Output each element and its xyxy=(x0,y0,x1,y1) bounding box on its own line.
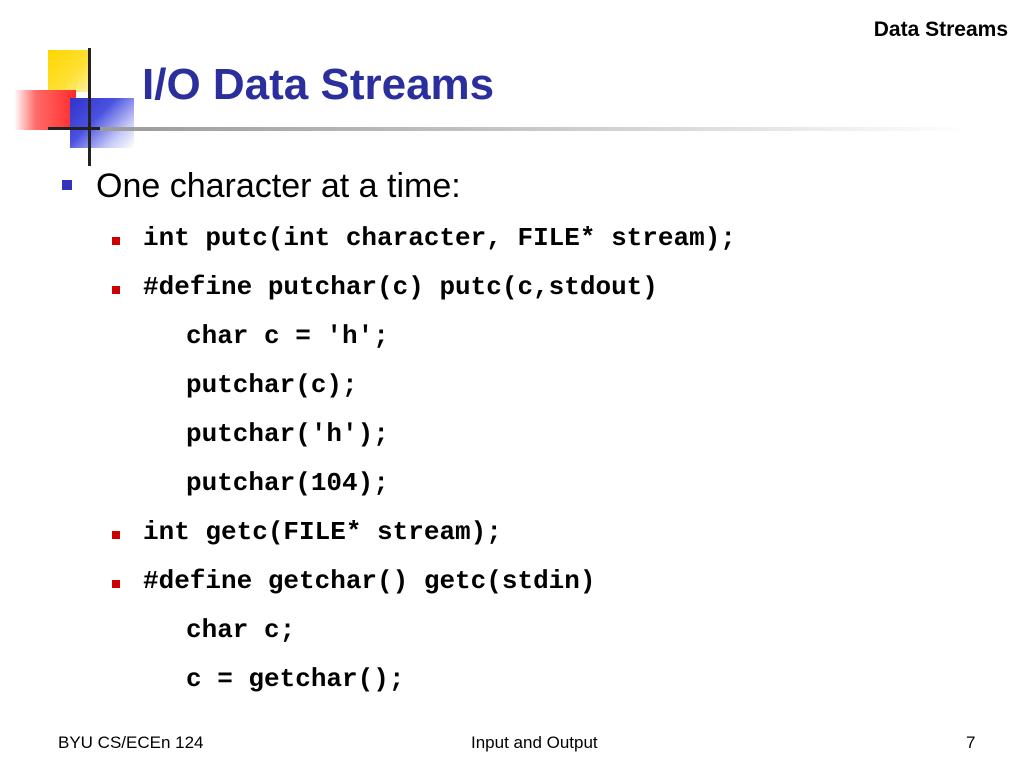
code-line: #define getchar() getc(stdin) xyxy=(143,566,596,596)
code-line: putchar('h'); xyxy=(186,419,389,449)
footer-center: Input and Output xyxy=(471,733,598,752)
logo-vertical-line xyxy=(88,48,91,166)
code-line: putchar(c); xyxy=(186,370,358,400)
bullet-square-icon xyxy=(62,180,72,190)
logo-red-square xyxy=(14,90,76,130)
sub-bullet-square-icon xyxy=(112,531,120,539)
code-line: c = getchar(); xyxy=(186,664,405,694)
header-title: Data Streams xyxy=(873,18,1008,41)
page-number: 7 xyxy=(966,733,976,752)
logo-horizontal-line xyxy=(48,127,106,130)
bullet-text: One character at a time: xyxy=(96,167,461,205)
title-underline xyxy=(100,127,970,131)
logo-yellow-square xyxy=(48,50,90,92)
sub-bullet-square-icon xyxy=(112,237,120,245)
code-line: char c; xyxy=(186,615,296,645)
code-line: int getc(FILE* stream); xyxy=(143,517,502,547)
logo-blue-square xyxy=(70,98,134,148)
code-line: char c = 'h'; xyxy=(186,321,389,351)
code-line: #define putchar(c) putc(c,stdout) xyxy=(143,272,658,302)
footer-left: BYU CS/ECEn 124 xyxy=(58,733,204,752)
sub-bullet-square-icon xyxy=(112,286,120,294)
sub-bullet-square-icon xyxy=(112,580,120,588)
code-line: int putc(int character, FILE* stream); xyxy=(143,223,736,253)
slide-title: I/O Data Streams xyxy=(142,60,495,109)
code-line: putchar(104); xyxy=(186,468,389,498)
